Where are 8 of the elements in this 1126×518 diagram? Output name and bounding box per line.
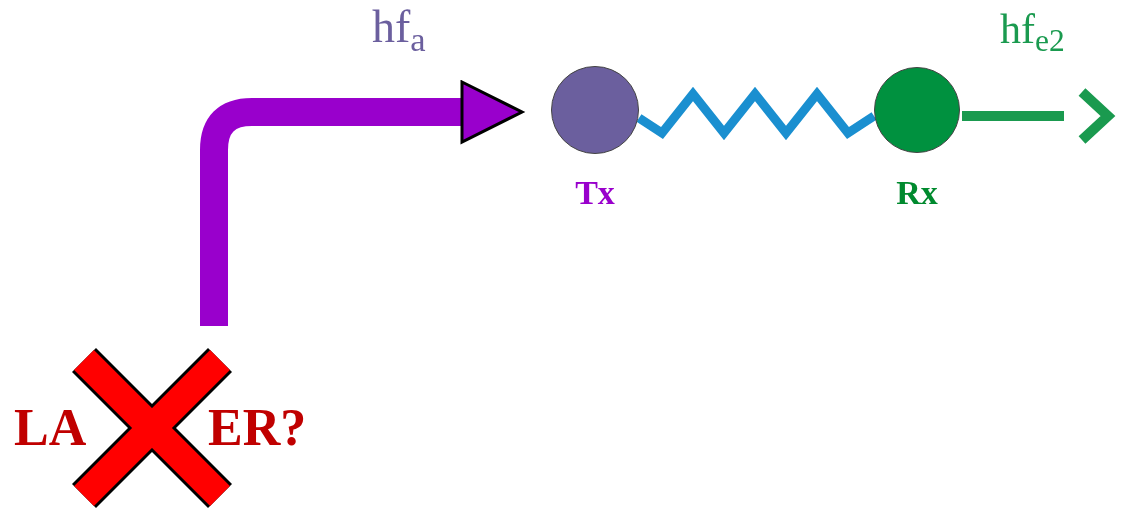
node-caption: Tx — [574, 176, 616, 210]
arrow — [962, 87, 1113, 145]
node-caption: Rx — [895, 176, 939, 210]
arrow — [200, 80, 524, 326]
edge-label: hf$_{a}$ — [372, 4, 426, 50]
edge-label: hf$_{e2}$ — [1000, 8, 1065, 50]
crossed-out-text: ER? — [208, 402, 307, 454]
crossed-out-text: LA — [14, 402, 87, 454]
